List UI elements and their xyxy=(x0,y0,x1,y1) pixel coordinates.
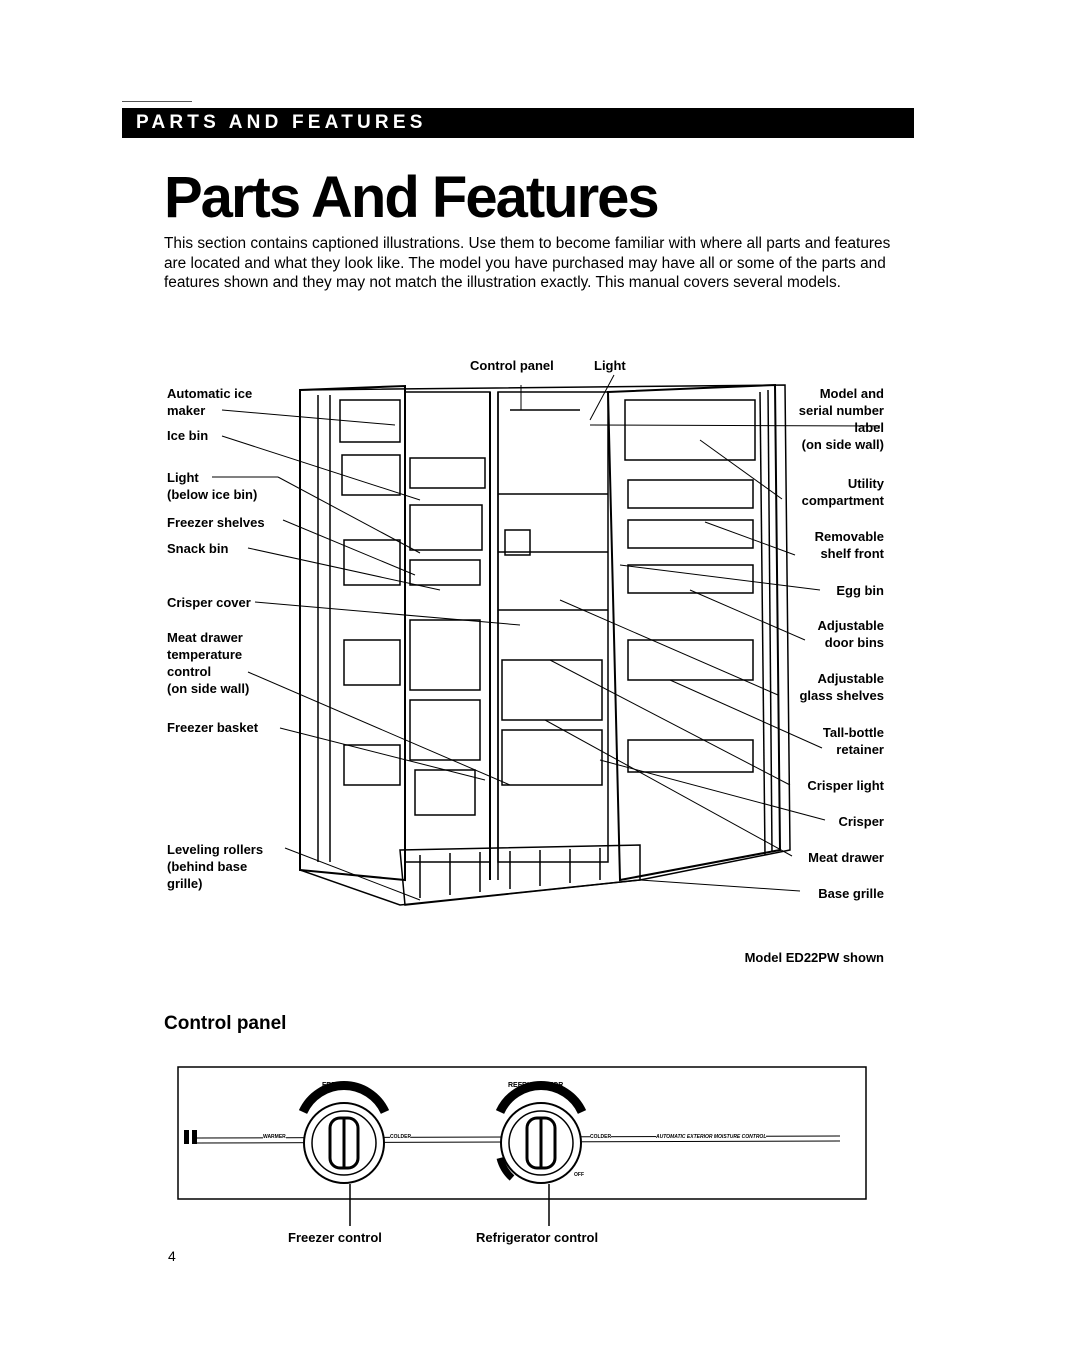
page-number: 4 xyxy=(168,1248,176,1264)
label-meat-drawer: Meat drawer xyxy=(808,850,884,865)
panel-freezer-word: FREEZER xyxy=(322,1082,355,1089)
label-tall-bottle-retainer: Tall-bottle retainer xyxy=(822,725,884,757)
label-model-serial-number: Model and serial number label (on side w… xyxy=(798,386,884,452)
panel-colder: COLDER xyxy=(390,1134,412,1140)
label-light-top: Light xyxy=(594,358,626,373)
label-refrigerator-control: Refrigerator control xyxy=(476,1230,599,1245)
label-crisper-light: Crisper light xyxy=(807,778,884,793)
label-crisper-cover: Crisper cover xyxy=(167,595,251,610)
panel-warmer: WARMER xyxy=(263,1134,286,1140)
header-rule xyxy=(122,101,192,102)
section-banner-text: PARTS AND FEATURES xyxy=(136,112,427,133)
label-adjustable-door-bins: Adjustable door bins xyxy=(817,618,884,650)
label-control-panel: Control panel xyxy=(470,358,554,373)
label-utility-compartment: Utility compartment xyxy=(801,476,884,508)
label-freezer-shelves: Freezer shelves xyxy=(167,515,265,530)
freezer-dial xyxy=(298,1081,390,1184)
panel-refrigerator-word: REFRIGERATOR xyxy=(508,1082,564,1089)
label-freezer-basket: Freezer basket xyxy=(167,720,259,735)
label-ice-bin: Ice bin xyxy=(167,428,209,443)
label-crisper: Crisper xyxy=(838,814,884,829)
panel-colder-2: COLDER xyxy=(590,1134,612,1140)
label-snack-bin: Snack bin xyxy=(167,541,229,556)
panel-automatic-moisture-control: AUTOMATIC EXTERIOR MOISTURE CONTROL xyxy=(656,1134,767,1140)
page-title: Parts And Features xyxy=(164,165,660,230)
label-removable-shelf-front: Removable shelf front xyxy=(814,529,884,561)
label-light-below-ice-bin: Light (below ice bin) xyxy=(167,470,258,502)
label-leveling-rollers: Leveling rollers (behind base grille) xyxy=(167,842,264,891)
label-base-grille: Base grille xyxy=(818,886,884,901)
label-freezer-control: Freezer control xyxy=(288,1230,382,1245)
label-meat-drawer-temp-control: Meat drawer temperature control (on side… xyxy=(167,630,250,696)
intro-paragraph: This section contains captioned illustra… xyxy=(164,235,891,292)
section-heading-control-panel: Control panel xyxy=(164,1013,287,1034)
label-automatic-ice-maker: Automatic ice maker xyxy=(167,386,253,418)
panel-off: OFF xyxy=(574,1172,584,1178)
label-egg-bin: Egg bin xyxy=(836,583,884,598)
refrigerator-dial xyxy=(495,1081,587,1184)
label-adjustable-glass-shelves: Adjustable glass shelves xyxy=(799,671,884,703)
diagram-caption: Model ED22PW shown xyxy=(744,950,884,965)
section-banner xyxy=(122,108,914,138)
